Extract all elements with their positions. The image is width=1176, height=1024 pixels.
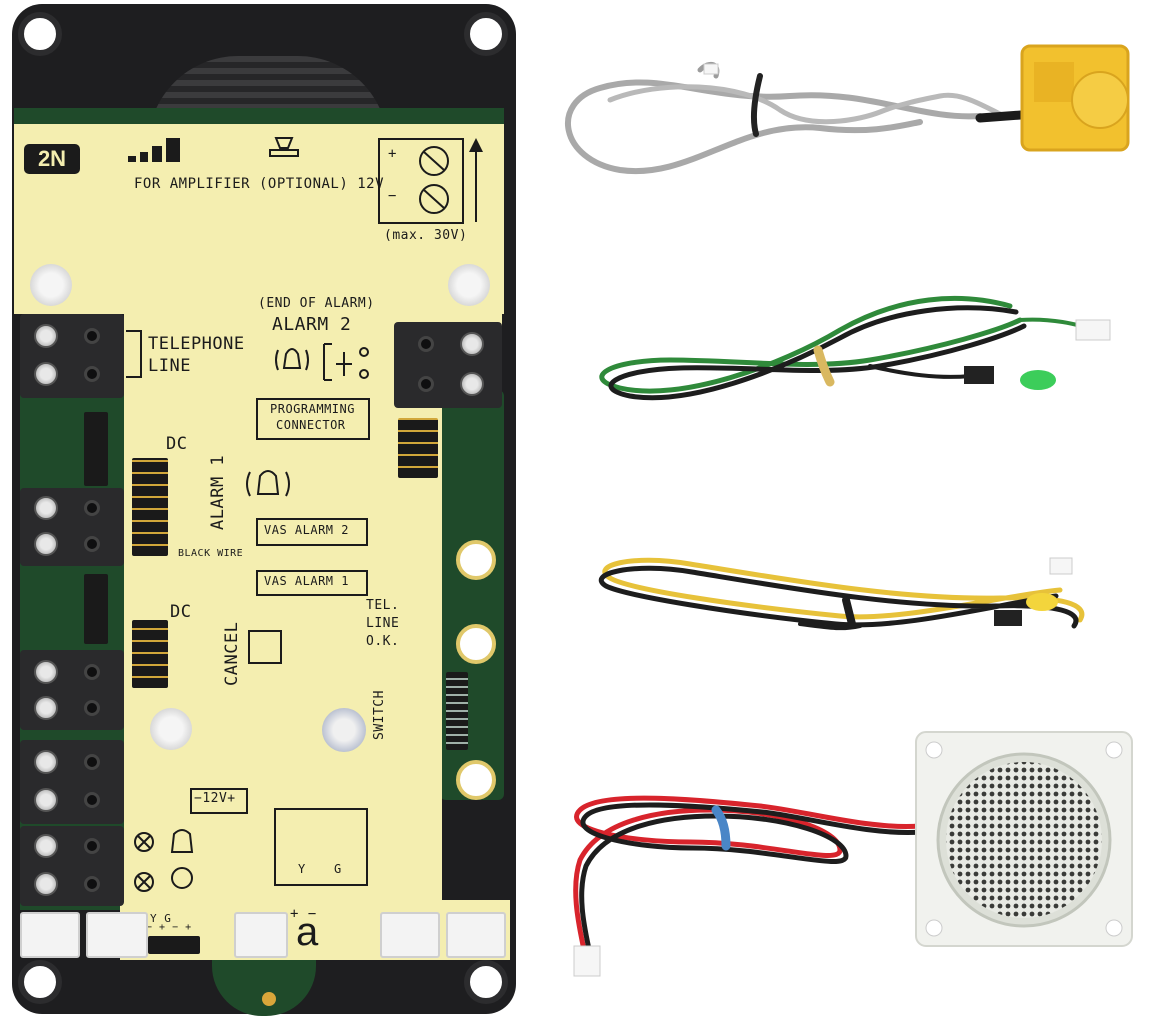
tel-line-ok-3: O.K. bbox=[366, 634, 400, 649]
programming-label-2: CONNECTOR bbox=[276, 418, 346, 432]
slot-hole bbox=[456, 760, 496, 800]
smd-chip bbox=[446, 672, 468, 750]
plus-sign: + bbox=[388, 146, 397, 162]
dc-label-1: DC bbox=[166, 434, 188, 454]
screw-head bbox=[30, 264, 72, 306]
jumper-header-cancel[interactable] bbox=[132, 620, 168, 688]
cancel-button-symbol bbox=[248, 630, 282, 664]
potentiometer[interactable] bbox=[322, 708, 366, 752]
programming-connector-box bbox=[256, 398, 370, 440]
max-voltage-label: (max. 30V) bbox=[384, 228, 468, 243]
arrow-up-icon bbox=[469, 138, 483, 222]
amplifier-label: FOR AMPLIFIER (OPTIONAL) 12V bbox=[134, 176, 385, 192]
terminal-block-cancel[interactable] bbox=[20, 650, 124, 730]
white-connector[interactable] bbox=[86, 912, 148, 958]
small-connector-pins[interactable] bbox=[148, 936, 200, 954]
power-box bbox=[190, 788, 248, 814]
minus-sign: − bbox=[388, 188, 397, 204]
amplifier-screws-icon bbox=[419, 146, 449, 214]
telephone-bracket bbox=[126, 330, 142, 378]
alarm1-label: ALARM 1 bbox=[208, 454, 228, 530]
alarm2-label: ALARM 2 bbox=[272, 314, 352, 335]
slot-hole bbox=[456, 540, 496, 580]
tel-line-ok-1: TEL. bbox=[366, 598, 400, 613]
switch-label: SWITCH bbox=[372, 690, 387, 740]
pin-header[interactable] bbox=[84, 412, 108, 486]
telephone-line-label-1: TELEPHONE bbox=[148, 334, 245, 354]
speaker-symbol-icon bbox=[269, 137, 299, 157]
terminal-block-power[interactable] bbox=[20, 740, 124, 824]
y-label: Y bbox=[298, 862, 306, 876]
yellow-pcb-top bbox=[14, 124, 504, 314]
a-plus-minus: + − bbox=[290, 906, 317, 922]
signal-bars-icon bbox=[128, 138, 180, 162]
g-label: G bbox=[334, 862, 342, 876]
white-connector[interactable] bbox=[20, 912, 80, 958]
vas-alarm1-box bbox=[256, 570, 368, 596]
telephone-line-label-2: LINE bbox=[148, 356, 191, 376]
pm-small-label: − + − + bbox=[146, 922, 192, 933]
accessories-illustration bbox=[565, 44, 1133, 977]
white-connector[interactable] bbox=[380, 912, 440, 958]
terminal-block-alarm1[interactable] bbox=[20, 488, 124, 566]
mounting-hole bbox=[464, 12, 508, 56]
yg-indicator-box bbox=[274, 808, 368, 886]
jumper-header-alarm1[interactable] bbox=[132, 458, 168, 556]
amplifier-terminal-outline bbox=[378, 138, 464, 224]
pin-header[interactable] bbox=[84, 574, 108, 644]
brand-logo: 2N bbox=[24, 144, 80, 174]
alarm-bell-icon bbox=[246, 470, 290, 497]
terminal-block-telephone[interactable] bbox=[20, 314, 124, 398]
tel-line-ok-2: LINE bbox=[366, 616, 400, 631]
mounting-hole bbox=[18, 12, 62, 56]
vas-alarm1-label: VAS ALARM 1 bbox=[264, 574, 349, 588]
terminal-block-indicators[interactable] bbox=[20, 826, 124, 906]
terminal-block-alarm2[interactable] bbox=[394, 322, 502, 408]
alarm-bell-switch-icon bbox=[275, 343, 369, 381]
yellow-black-cable-with-yellow-led bbox=[598, 557, 1085, 631]
slot-hole bbox=[456, 624, 496, 664]
gray-cable-with-yellow-sensor bbox=[565, 44, 1130, 175]
white-connector[interactable] bbox=[234, 912, 288, 958]
a-symbol: a bbox=[296, 910, 319, 954]
cancel-label: CANCEL bbox=[222, 621, 242, 686]
programming-label-1: PROGRAMMING bbox=[270, 402, 355, 416]
yellow-pcb-body bbox=[124, 300, 442, 920]
programming-connector-pins[interactable] bbox=[398, 418, 438, 478]
screw-head bbox=[150, 708, 192, 750]
screw-head bbox=[448, 264, 490, 306]
mounting-hole bbox=[18, 960, 62, 1004]
vas-alarm2-box bbox=[256, 518, 368, 546]
mounting-hole bbox=[464, 960, 508, 1004]
white-connector[interactable] bbox=[446, 912, 506, 958]
green-black-cable-with-green-led bbox=[599, 295, 1111, 401]
indicator-lamps-icon bbox=[134, 829, 194, 892]
black-wire-label: BLACK WIRE bbox=[178, 548, 244, 559]
dc-label-2: DC bbox=[170, 602, 192, 622]
power-label: −12V+ bbox=[194, 791, 236, 806]
end-of-alarm-label: (END OF ALARM) bbox=[258, 296, 375, 311]
vas-alarm2-label: VAS ALARM 2 bbox=[264, 523, 349, 537]
yg-small-label: Y G bbox=[150, 912, 172, 925]
red-black-cable-with-speaker bbox=[573, 731, 1133, 977]
solder-pad bbox=[262, 992, 276, 1006]
